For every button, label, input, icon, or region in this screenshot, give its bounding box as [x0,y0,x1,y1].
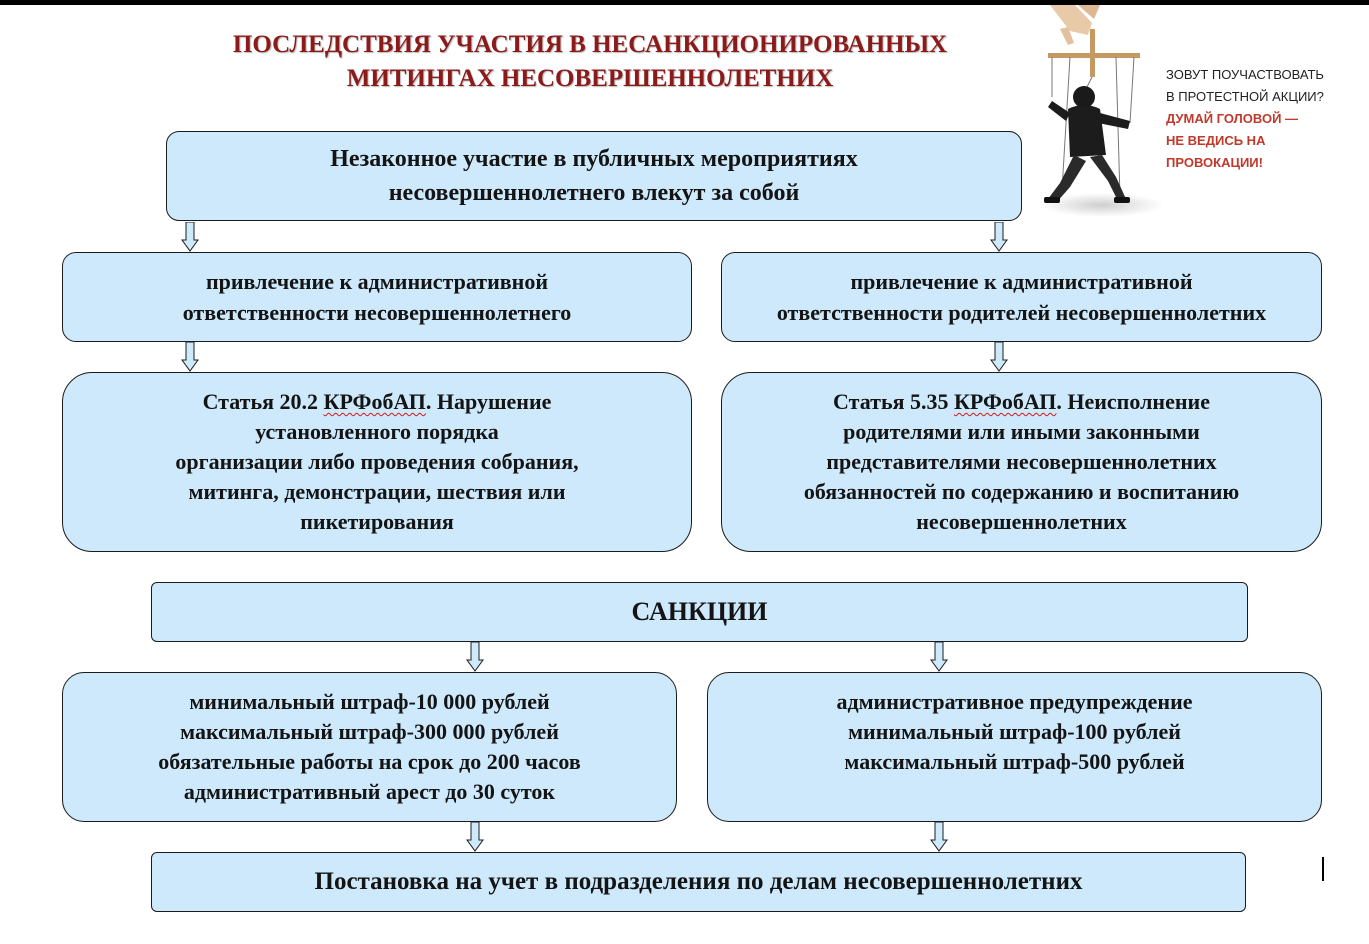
minor-sanction-4: административный арест до 30 суток [183,779,556,804]
minor-sanction-1: минимальный штраф-10 000 рублей [189,689,550,714]
article-20-2-line-4: митинга, демонстрации, шествия или [188,479,566,504]
article-5-35-line-5: несовершеннолетних [916,509,1127,534]
arrow-to-left-branch [181,222,199,252]
title-line-1: ПОСЛЕДСТВИЯ УЧАСТИЯ В НЕСАНКЦИОНИРОВАННЫ… [232,31,948,58]
text-cursor [1322,857,1324,881]
consequences-line-2: несовершеннолетнего влекут за собой [388,180,800,206]
article-5-35-box: Статья 5.35 КРФобАП. Неисполнение родите… [721,372,1322,552]
arrow-to-right-article [990,342,1008,372]
title-line-2: МИТИНГАХ НЕСОВЕРШЕННОЛЕТНИХ [346,65,834,92]
article-20-2-line-5: пикетирования [300,509,454,534]
article-20-2-line-2: установленного порядка [255,419,499,444]
code-abbreviation: КРФобАП [953,389,1057,414]
arrow-to-registration-right [930,822,948,852]
minor-liability-line-2: ответственности несовершеннолетнего [182,300,572,325]
arrow-to-registration-left [466,822,484,852]
sanctions-header: САНКЦИИ [151,582,1248,642]
arrow-to-right-branch [990,222,1008,252]
ad-line-3: ДУМАЙ ГОЛОВОЙ — [1166,111,1299,126]
page-title: ПОСЛЕДСТВИЯ УЧАСТИЯ В НЕСАНКЦИОНИРОВАННЫ… [120,28,1060,96]
minor-liability-box: привлечение к административной ответстве… [62,252,692,342]
sanctions-label: САНКЦИИ [631,597,768,626]
ad-line-4: НЕ ВЕДИСЬ НА ПРОВОКАЦИИ! [1166,133,1266,170]
minor-sanction-2: максимальный штраф-300 000 рублей [180,719,559,744]
article-20-2-line-1: Статья 20.2 КРФобАП. Нарушение [202,389,552,414]
article-20-2-box: Статья 20.2 КРФобАП. Нарушение установле… [62,372,692,552]
minor-sanction-3: обязательные работы на срок до 200 часов [158,749,581,774]
minor-liability-line-1: привлечение к административной [205,269,549,294]
parents-liability-line-2: ответственности родителей несовершенноле… [776,300,1267,325]
article-5-35-line-2: родителями или иными законными [843,419,1200,444]
ad-line-2: В ПРОТЕСТНОЙ АКЦИИ? [1166,89,1324,104]
parents-liability-box: привлечение к административной ответстве… [721,252,1322,342]
registration-box: Постановка на учет в подразделения по де… [151,852,1246,912]
article-20-2-line-3: организации либо проведения собрания, [175,449,579,474]
minor-sanctions-box: минимальный штраф-10 000 рублей максимал… [62,672,677,822]
arrow-to-left-sanctions [466,642,484,672]
ad-caption: ЗОВУТ ПОУЧАСТВОВАТЬ В ПРОТЕСТНОЙ АКЦИИ? … [1166,64,1366,174]
parents-sanction-2: минимальный штраф-100 рублей [848,719,1181,744]
article-5-35-line-4: обязанностей по содержанию и воспитанию [803,479,1240,504]
ad-line-1: ЗОВУТ ПОУЧАСТВОВАТЬ [1166,67,1324,82]
parents-sanction-1: административное предупреждение [836,689,1193,714]
parents-liability-line-1: привлечение к административной [850,269,1193,294]
arrow-to-right-sanctions [930,642,948,672]
puppet-illustration [1040,5,1164,217]
consequences-line-1: Незаконное участие в публичных мероприят… [330,146,858,172]
top-border [0,0,1369,5]
parents-sanctions-box: административное предупреждение минималь… [707,672,1322,822]
parents-sanction-3: максимальный штраф-500 рублей [844,749,1185,774]
arrow-to-left-article [181,342,199,372]
code-abbreviation: КРФобАП [323,389,426,414]
article-5-35-line-3: представителями несовершеннолетних [826,449,1217,474]
consequences-box: Незаконное участие в публичных мероприят… [166,131,1022,221]
article-5-35-line-1: Статья 5.35 КРФобАП. Неисполнение [833,389,1210,414]
registration-label: Постановка на учет в подразделения по де… [314,868,1083,895]
